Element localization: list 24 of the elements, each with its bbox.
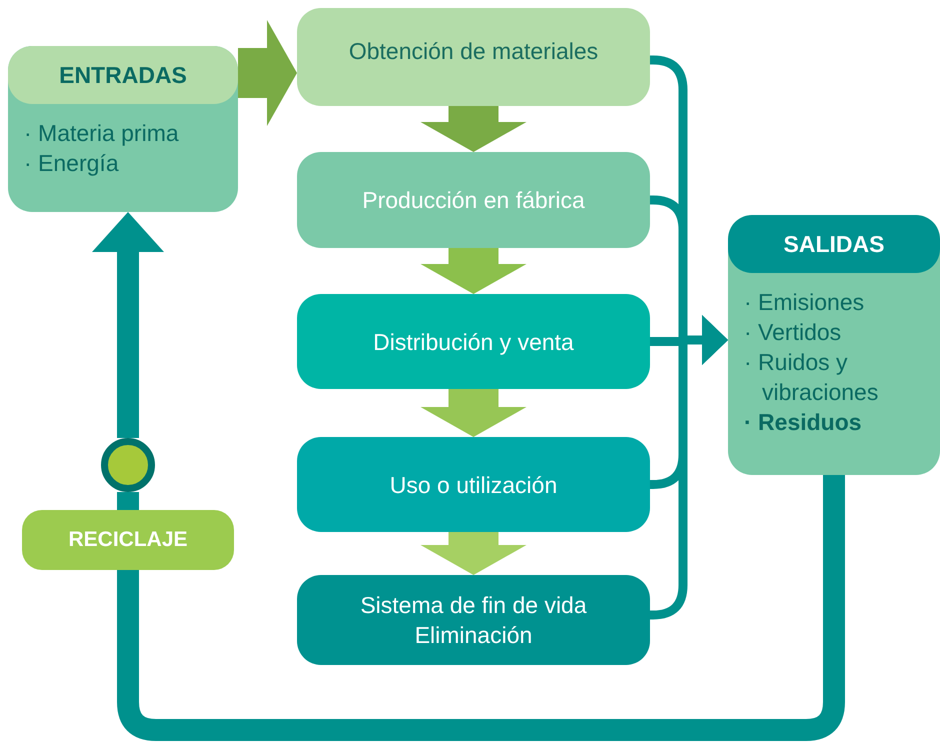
box-label: Sistema de fin de vida	[360, 591, 587, 620]
panel-heading: ENTRADAS	[8, 46, 238, 104]
list-item: · Materia prima	[24, 119, 180, 148]
panel-heading: SALIDAS	[728, 215, 940, 273]
label-box	[22, 510, 234, 570]
process-box	[297, 8, 650, 106]
junction-circle	[101, 438, 155, 492]
box-label: Obtención de materiales	[348, 37, 598, 66]
process-box	[297, 575, 650, 665]
process-box	[297, 294, 650, 389]
panel-card	[8, 46, 238, 212]
list-item: · Energía	[24, 149, 120, 178]
box-label: Producción en fábrica	[362, 186, 585, 215]
process-box	[297, 152, 650, 248]
box-label: Distribución y venta	[373, 328, 574, 356]
list-item: · Vertidos	[744, 318, 842, 347]
panel-card	[728, 215, 940, 475]
list-item: · Residuos	[744, 408, 863, 437]
list-item: · Emisiones	[744, 288, 866, 317]
box-label: Eliminación	[414, 621, 532, 650]
box-label: RECICLAJE	[68, 527, 188, 553]
box-label: Uso o utilización	[390, 470, 558, 500]
process-box	[297, 437, 650, 532]
list-item: · Ruidos y vibraciones	[744, 348, 880, 407]
